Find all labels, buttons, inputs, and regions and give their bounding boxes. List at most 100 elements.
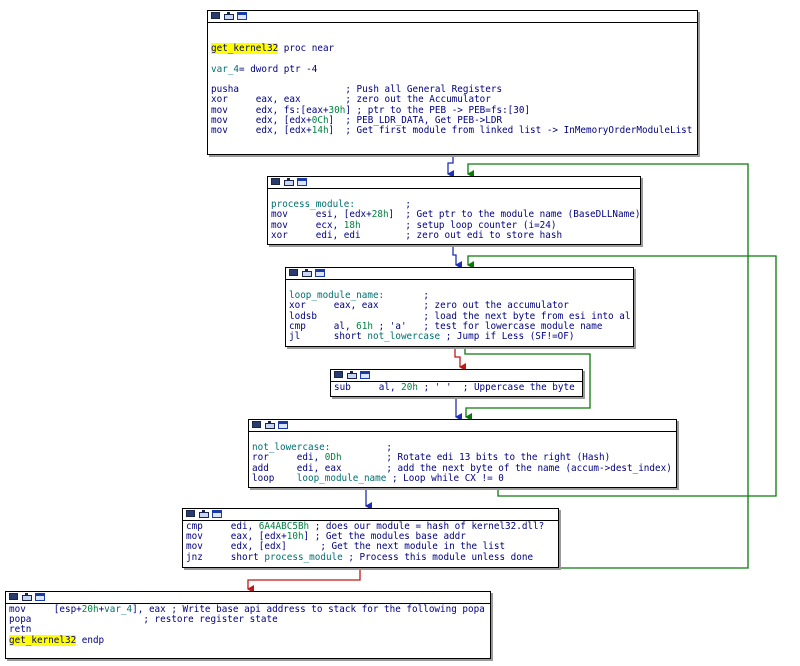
immediate-value: 10h (286, 531, 304, 543)
code-line[interactable]: loop loop_module_name ; Loop while CX !=… (252, 472, 673, 484)
code-text: cmp al, (289, 320, 357, 332)
code-text: xor edi, edi ; zero out edi to store has… (271, 229, 563, 241)
label-ref[interactable]: var_4 (211, 63, 239, 75)
code-line[interactable]: popa ; restore register state (9, 615, 487, 625)
label-ref[interactable]: loop_module_name: (289, 290, 385, 302)
code-line[interactable]: xor eax, eax ; zero out the accumulator (289, 301, 630, 311)
code-text: ; Loop while CX != 0 (386, 472, 504, 484)
function-name-highlight[interactable]: get_kernel32 (211, 43, 279, 55)
code-line[interactable]: get_kernel32 endp (9, 634, 487, 646)
code-line[interactable]: mov edx, [edx+0Ch] ; PEB_LDR_DATA, Get P… (211, 114, 694, 126)
code-line[interactable]: loop_module_name: ; (289, 291, 630, 301)
code-text: ] ; ptr to the PEB -> PEB=fs:[30] (345, 104, 531, 116)
grid-icon[interactable] (252, 421, 261, 428)
code-line[interactable]: pusha ; Push all General Registers (211, 85, 694, 95)
graph-icon[interactable] (224, 12, 234, 20)
graph-icon[interactable] (199, 510, 209, 518)
window-icon[interactable] (212, 510, 222, 518)
code-line[interactable]: cmp al, 61h ; 'a' ; test for lowercase m… (289, 320, 630, 332)
code-line[interactable]: mov esi, [edx+28h] ; Get ptr to the modu… (271, 209, 640, 221)
block-compare-hash[interactable]: cmp edi, 6A4ABC5Bh ; does our module = h… (182, 508, 559, 568)
code-line[interactable]: mov eax, [edx+10h] ; Get the modules bas… (186, 532, 555, 542)
code-line[interactable]: jnz short process_module ; Process this … (186, 551, 555, 563)
code-text: popa ; restore register state (9, 614, 278, 626)
code-text: ], eax ; Write base api address to stack… (132, 604, 485, 615)
window-icon[interactable] (315, 269, 325, 277)
code-text: ; ' ' ; Uppercase the byte (417, 382, 575, 393)
block-uppercase[interactable]: sub al, 20h ; ' ' ; Uppercase the byte (330, 369, 583, 397)
code-line[interactable]: mov [esp+20h+var_4], eax ; Write base ap… (9, 604, 487, 615)
code-text: retn (9, 624, 32, 636)
block-not-lowercase[interactable]: not_lowercase: ;ror edi, 0Dh ; Rotate ed… (248, 419, 677, 488)
grid-icon[interactable] (9, 593, 18, 600)
code-text: + (98, 604, 105, 615)
graph-icon[interactable] (22, 593, 32, 601)
code-text: mov esi, [edx+ (271, 209, 372, 221)
code-line[interactable]: add edi, eax ; add the next byte of the … (252, 463, 673, 474)
function-name-highlight[interactable]: get_kernel32 (9, 634, 77, 646)
graph-icon[interactable] (284, 178, 294, 186)
code-line[interactable]: mov edx, [edx] ; Get the next module in … (186, 542, 555, 552)
label-ref[interactable]: loop_module_name (296, 472, 387, 484)
code-line[interactable]: cmp edi, 6A4ABC5Bh ; does our module = h… (186, 521, 555, 532)
code-text: ] ; PEB_LDR_DATA, Get PEB->LDR (328, 114, 503, 126)
code-line[interactable]: sub al, 20h ; ' ' ; Uppercase the byte (334, 382, 579, 393)
code-line[interactable] (211, 24, 694, 34)
graph-icon[interactable] (302, 269, 312, 277)
code-text: ; (354, 199, 411, 211)
code-line[interactable]: lodsb ; load the next byte from esi into… (289, 311, 630, 322)
code-line[interactable]: mov edx, fs:[eax+30h] ; ptr to the PEB -… (211, 104, 694, 116)
code-line[interactable]: mov ecx, 18h ; setup loop counter (i=24) (271, 219, 637, 231)
code-line[interactable]: ror edi, 0Dh ; Rotate edi 13 bits to the… (252, 453, 673, 463)
code-line[interactable]: not_lowercase: ; (252, 443, 673, 453)
code-text: ; setup loop counter (i=24) (360, 219, 557, 231)
code-line[interactable]: get_kernel32 proc near (211, 43, 694, 55)
edge-jl-false (454, 347, 466, 371)
code-line[interactable]: var_4= dword ptr -4 (211, 63, 694, 75)
block-exit[interactable]: mov [esp+20h+var_4], eax ; Write base ap… (5, 591, 491, 659)
window-icon[interactable] (35, 593, 45, 601)
code-text: pusha ; Push all General Registers (211, 84, 503, 96)
code-line[interactable]: xor edi, edi ; zero out edi to store has… (271, 229, 637, 241)
code-line[interactable]: process_module: ; (271, 200, 637, 210)
block-code: process_module: ;mov esi, [edx+28h] ; Ge… (268, 189, 640, 242)
graph-icon[interactable] (347, 371, 357, 379)
code-text: xor eax, eax ; zero out the Accumulator (211, 94, 491, 106)
window-icon[interactable] (278, 421, 288, 429)
label-ref[interactable]: not_lowercase: (252, 442, 331, 454)
immediate-value: 20h (81, 604, 99, 615)
immediate-value: 18h (343, 219, 361, 231)
code-line[interactable]: retn (9, 625, 487, 635)
block-code: sub al, 20h ; ' ' ; Uppercase the byte (331, 382, 582, 394)
window-icon[interactable] (237, 12, 247, 20)
grid-icon[interactable] (271, 178, 280, 185)
graph-icon[interactable] (265, 421, 275, 429)
label-ref[interactable]: var_4 (104, 604, 133, 615)
window-icon[interactable] (360, 371, 370, 379)
code-text: jl short (289, 330, 368, 342)
block-entry[interactable]: get_kernel32 proc near var_4= dword ptr -… (207, 10, 698, 155)
grid-icon[interactable] (334, 371, 343, 378)
grid-icon[interactable] (289, 269, 298, 276)
grid-icon[interactable] (186, 510, 195, 517)
window-icon[interactable] (297, 178, 307, 186)
immediate-value: 30h (328, 104, 346, 116)
grid-icon[interactable] (211, 12, 220, 19)
code-line[interactable]: mov edx, [edx+14h] ; Get first module fr… (211, 124, 694, 136)
immediate-value: 0Ch (311, 114, 329, 126)
label-ref[interactable]: process_module (264, 551, 343, 563)
block-header (183, 509, 558, 521)
code-text: ] ; Get the modules base addr (303, 531, 466, 543)
code-text: sub al, (334, 382, 402, 393)
label-ref[interactable]: not_lowercase (367, 330, 441, 342)
code-line[interactable]: xor eax, eax ; zero out the Accumulator (211, 95, 694, 105)
code-text: mov edx, [edx+ (211, 124, 312, 136)
code-text: mov edx, [edx+ (211, 114, 312, 126)
block-process-module[interactable]: process_module: ;mov esi, [edx+28h] ; Ge… (267, 176, 641, 245)
code-text: mov edx, fs:[eax+ (211, 104, 329, 116)
code-line[interactable]: jl short not_lowercase ; Jump if Less (S… (289, 330, 630, 342)
immediate-value: 14h (311, 124, 329, 136)
label-ref[interactable]: process_module: (271, 199, 355, 211)
block-loop-module-name[interactable]: loop_module_name: ;xor eax, eax ; zero o… (285, 267, 634, 347)
